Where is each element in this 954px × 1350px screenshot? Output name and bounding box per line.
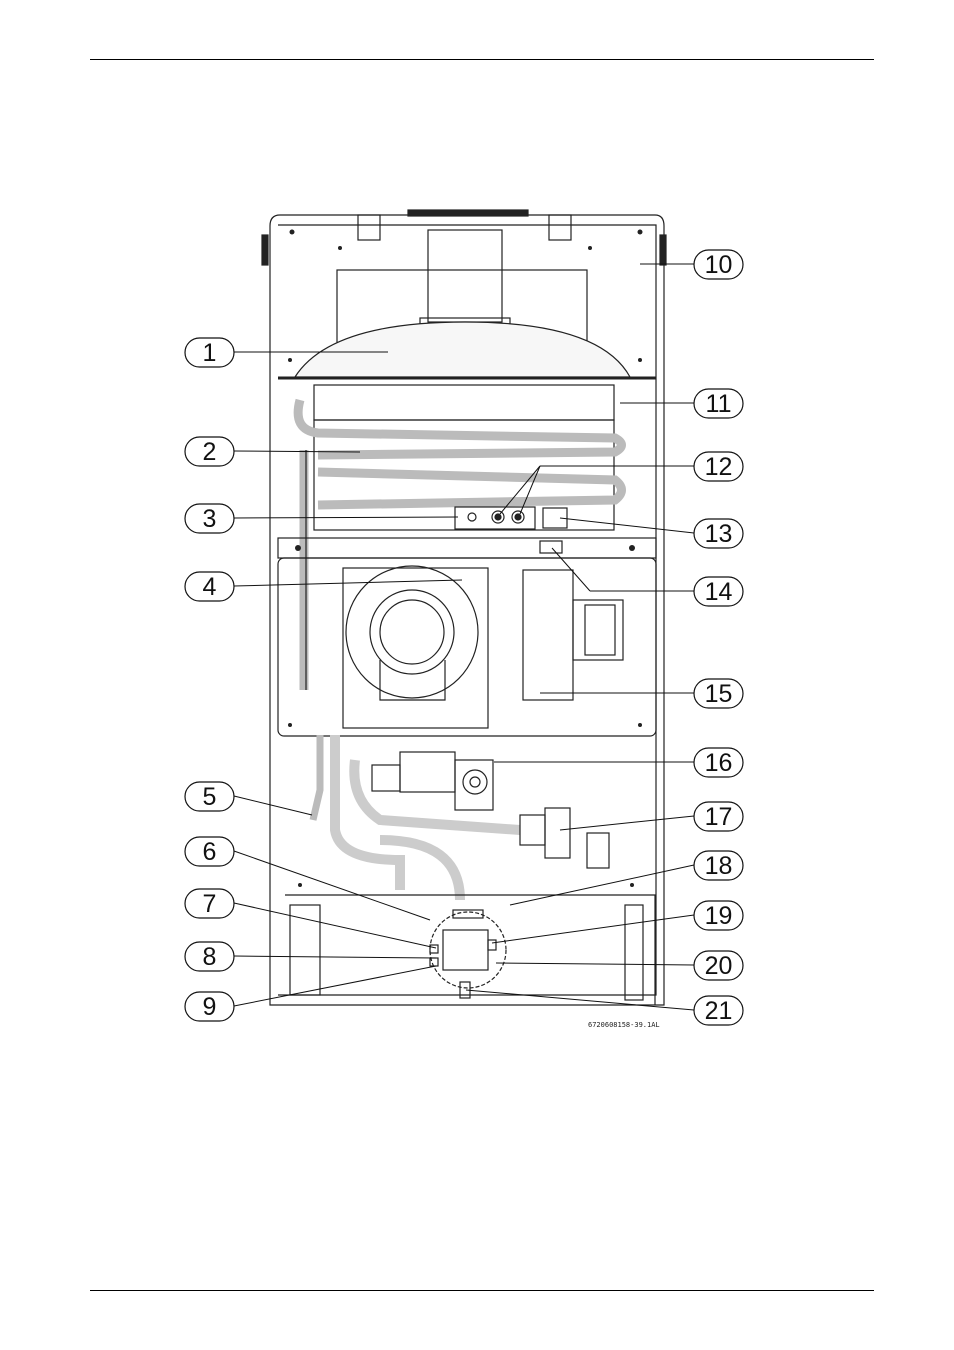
callout-5: 5 [185, 782, 234, 811]
callout-8: 8 [185, 942, 234, 971]
svg-text:2: 2 [203, 438, 217, 466]
svg-text:15: 15 [705, 680, 733, 708]
svg-text:19: 19 [705, 902, 733, 930]
callout-11: 11 [694, 389, 743, 418]
callout-7: 7 [185, 889, 234, 918]
callout-20: 20 [694, 951, 743, 980]
callout-17: 17 [694, 802, 743, 831]
svg-text:1: 1 [203, 339, 217, 367]
callout-2: 2 [185, 437, 234, 466]
svg-text:4: 4 [203, 573, 217, 601]
svg-text:8: 8 [203, 943, 217, 971]
callout-4: 4 [185, 572, 234, 601]
svg-text:5: 5 [203, 783, 217, 811]
svg-text:16: 16 [705, 749, 733, 777]
callout-10: 10 [694, 250, 743, 279]
svg-text:7: 7 [203, 890, 217, 918]
svg-text:11: 11 [706, 390, 732, 418]
svg-text:12: 12 [705, 453, 733, 481]
appliance-drawing [262, 210, 666, 1005]
svg-text:21: 21 [705, 997, 733, 1025]
callout-21: 21 [694, 996, 743, 1025]
callout-3: 3 [185, 504, 234, 533]
callout-1: 1 [185, 338, 234, 367]
svg-text:20: 20 [705, 952, 733, 980]
fan-housing [346, 566, 478, 698]
svg-text:17: 17 [705, 803, 733, 831]
svg-text:18: 18 [705, 852, 733, 880]
callout-12: 12 [694, 452, 743, 481]
callout-16: 16 [694, 748, 743, 777]
svg-text:14: 14 [705, 578, 733, 606]
svg-text:9: 9 [203, 993, 217, 1021]
callout-9: 9 [185, 992, 234, 1021]
svg-text:3: 3 [203, 505, 217, 533]
callout-13: 13 [694, 519, 743, 548]
callout-6: 6 [185, 837, 234, 866]
callout-19: 19 [694, 901, 743, 930]
callout-14: 14 [694, 577, 743, 606]
flue-hood [295, 322, 630, 377]
svg-text:6: 6 [203, 838, 217, 866]
figure-code: 6720608158-39.1AL [588, 1021, 660, 1029]
svg-text:10: 10 [705, 251, 733, 279]
callout-15: 15 [694, 679, 743, 708]
svg-text:13: 13 [705, 520, 733, 548]
callout-18: 18 [694, 851, 743, 880]
